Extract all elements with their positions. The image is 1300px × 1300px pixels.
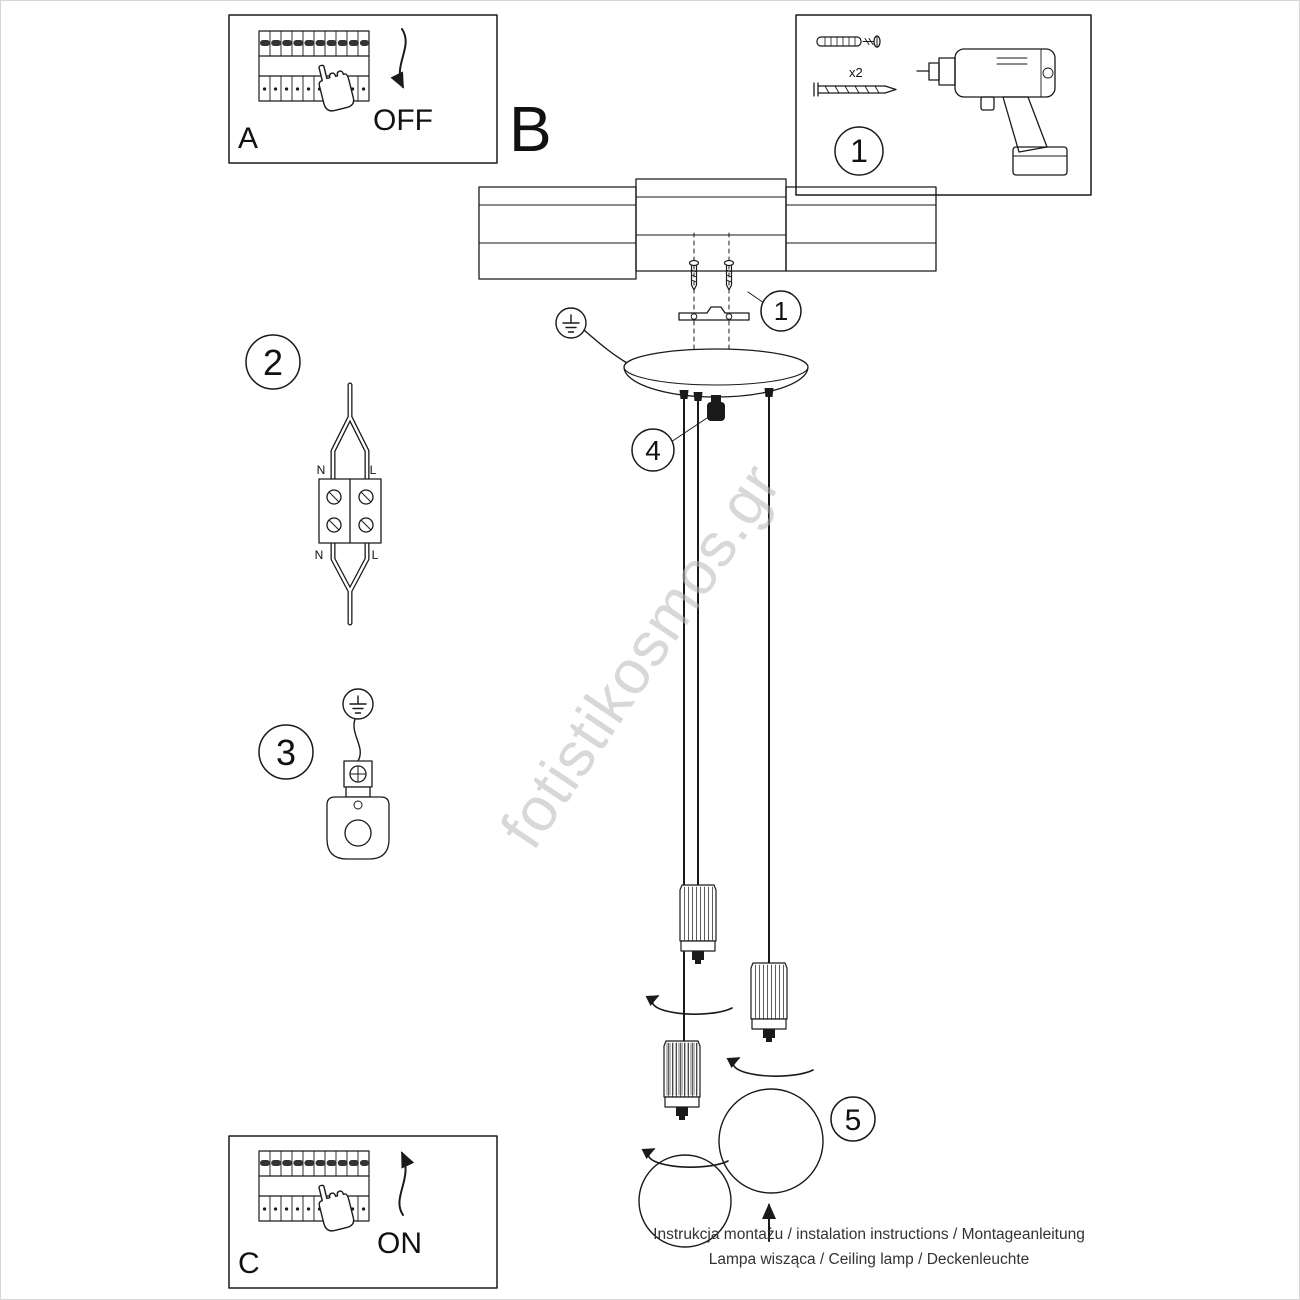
lamp-socket-icon [679, 884, 717, 965]
long-screw-icon [813, 82, 897, 97]
lamp-socket-icon [750, 962, 788, 1043]
callout-1-tools-circle [834, 126, 884, 176]
callout-4: 4 [645, 435, 661, 466]
callout-1-leader [747, 291, 765, 304]
ground-terminal [343, 760, 373, 788]
footer-line-1: Instrukcja montażu / instalation instruc… [653, 1226, 1085, 1243]
breaker-panel-icon [259, 31, 369, 101]
drill-icon [916, 48, 1068, 176]
ceiling-assembly: 1 4 [478, 178, 937, 1248]
callout-4-circle [631, 428, 675, 472]
panel-a-label: A [238, 122, 258, 155]
mounting-bracket [678, 306, 750, 321]
footer-line-2: Lampa wisząca / Ceiling lamp / Deckenleu… [708, 1250, 1030, 1268]
plug-quantity: x2 [849, 65, 863, 80]
panel-c-label: C [238, 1247, 260, 1280]
screw-guide-lines [693, 232, 730, 352]
ground-lead-wire [353, 718, 361, 762]
footer: Instrukcja montażu / instalation instruc… [649, 1223, 1089, 1273]
panel-a-state: OFF [373, 104, 433, 137]
rotate-arrow-icon [641, 1148, 729, 1168]
callout-3: 3 [276, 732, 296, 773]
bulb-left [638, 1154, 732, 1248]
bulb-right [718, 1088, 824, 1194]
tools-box: x2 1 [795, 14, 1092, 196]
wiring-step: 2 N L N L [245, 334, 382, 626]
ground-step: 3 [258, 688, 390, 860]
terminal-block [318, 478, 382, 544]
flip-down-arrow-icon [390, 28, 407, 89]
callout-1-screws-circle [760, 290, 802, 332]
section-b-label: B [509, 93, 552, 165]
cord-grommet-icon [692, 391, 704, 402]
rotate-arrow-icon [726, 1057, 814, 1077]
panel-c-state: ON [377, 1227, 422, 1260]
ground-clamp [326, 786, 390, 860]
cable-lock [707, 395, 725, 421]
cord-grommet-icon [678, 389, 690, 400]
plug-screw-icon [862, 35, 881, 48]
ground-wire [583, 329, 628, 364]
panel-c: C ON [228, 1135, 498, 1289]
socket-rib-detail [666, 1042, 698, 1096]
callout-3-circle [258, 724, 314, 780]
callout-1-screws: 1 [774, 296, 788, 326]
panel-a: A OFF [228, 14, 498, 164]
flip-up-arrow-icon [398, 1151, 415, 1216]
rotate-arrow-icon [645, 995, 733, 1015]
ground-symbol-icon [342, 688, 374, 720]
callout-2: 2 [263, 342, 283, 383]
label-l-top: L [370, 463, 377, 477]
label-l-bottom: L [372, 548, 379, 562]
callout-2-circle [245, 334, 301, 390]
callout-5-circle [830, 1096, 876, 1142]
callout-4-leader [670, 417, 708, 443]
ceiling-boards [478, 178, 937, 280]
wall-plug-icon [816, 36, 862, 47]
label-n-top: N [317, 463, 326, 477]
ground-symbol-icon [555, 307, 587, 339]
callout-5: 5 [845, 1104, 862, 1137]
canopy [623, 348, 809, 398]
breaker-panel-icon [259, 1151, 369, 1221]
label-n-bottom: N [315, 548, 324, 562]
callout-1-tools: 1 [850, 133, 868, 169]
wires [330, 382, 370, 626]
